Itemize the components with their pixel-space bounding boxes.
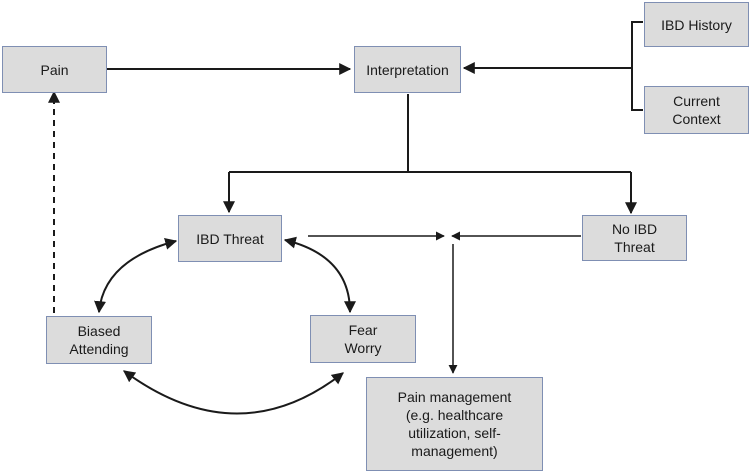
node-ibd-threat: IBD Threat [178, 215, 282, 262]
node-interpretation: Interpretation [354, 46, 461, 93]
edge-biased-attending-fear-worry [123, 370, 344, 415]
node-pain: Pain [2, 46, 107, 93]
edge-interpretation-split [229, 94, 631, 173]
node-pain-management: Pain management (e.g. healthcare utiliza… [366, 377, 543, 471]
node-ibd-history: IBD History [644, 2, 749, 47]
node-biased-attending: Biased Attending [46, 316, 152, 364]
node-current-context: Current Context [644, 86, 749, 134]
node-no-ibd-threat: No IBD Threat [582, 215, 687, 261]
edge-ibd-threat-fear-worry [283, 236, 356, 314]
edge-ibd-threat-biased-attending [94, 237, 178, 314]
edge-history-context-bracket [631, 21, 643, 111]
node-fear-worry: Fear Worry [310, 315, 416, 363]
